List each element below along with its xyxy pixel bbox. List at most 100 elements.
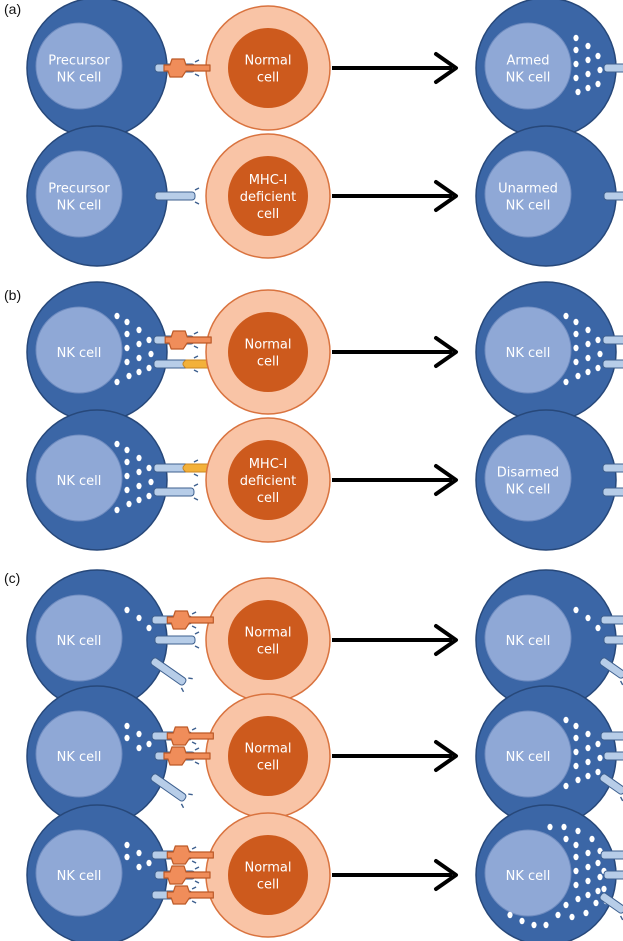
lytic-granule xyxy=(585,758,591,766)
lytic-granule xyxy=(146,859,152,867)
lytic-granule xyxy=(585,340,591,348)
arrow-head xyxy=(434,740,458,772)
receptor-shaft xyxy=(154,635,196,645)
cell-label-line: Precursor xyxy=(48,54,110,69)
target-cell: Normal cell xyxy=(163,5,331,131)
receptor-shaft xyxy=(599,657,623,679)
lytic-granule xyxy=(555,911,561,919)
inhibitory-receptor xyxy=(154,187,200,205)
arrow-head xyxy=(434,464,458,496)
lytic-granule xyxy=(136,326,142,334)
cell-label-line: Normal xyxy=(244,54,291,69)
lytic-granule xyxy=(589,835,595,843)
receptor-tip xyxy=(194,187,200,205)
lytic-granule xyxy=(124,722,130,730)
transition-arrow xyxy=(332,336,458,368)
mhc-shape xyxy=(164,330,212,350)
nk-cell-nucleus xyxy=(484,22,572,110)
receptor-tip xyxy=(191,611,197,629)
cell-label-line: cell xyxy=(257,878,279,893)
lytic-granule xyxy=(136,849,142,857)
lytic-granule xyxy=(124,841,130,849)
nk-cell-nucleus xyxy=(484,829,572,917)
panel-label: (c) xyxy=(4,570,20,586)
cell-label-line: NK cell xyxy=(506,199,551,214)
inhibitory-receptor xyxy=(154,631,200,649)
inhibitory-receptor xyxy=(599,892,623,921)
nk-cell-nucleus xyxy=(35,150,123,238)
lytic-granule xyxy=(595,859,601,867)
transition-arrow xyxy=(332,180,458,212)
receptor-tip xyxy=(194,631,200,649)
lytic-granule xyxy=(585,56,591,64)
lytic-granule xyxy=(585,70,591,78)
cell-label-line: NK cell xyxy=(57,634,102,649)
cell-label-line: Precursor xyxy=(48,182,110,197)
lytic-granule xyxy=(136,354,142,362)
cell-label-line: Normal xyxy=(244,861,291,876)
nk-cell-label: NK cell xyxy=(57,869,102,884)
resulting-nk-cell: NK cell xyxy=(475,804,623,941)
cell-label-line: MHC-I xyxy=(249,173,288,188)
cell-label-line: Normal xyxy=(244,742,291,757)
nk-cell-nucleus xyxy=(35,710,123,798)
lytic-granule xyxy=(124,344,130,352)
mhc-class-i-molecule xyxy=(166,610,214,630)
receptor-shaft xyxy=(150,773,187,802)
receptor-shaft xyxy=(600,731,623,741)
cell-label-line: cell xyxy=(257,759,279,774)
lytic-granule xyxy=(146,464,152,472)
cell-label-line: cell xyxy=(257,71,279,86)
lytic-granule xyxy=(585,744,591,752)
target-cell-nucleus xyxy=(228,28,308,108)
receptor-tip xyxy=(191,886,197,904)
cell-label-line: cell xyxy=(257,491,279,506)
lytic-granule xyxy=(136,730,142,738)
receptor-shaft xyxy=(602,463,623,473)
receptor-tip xyxy=(191,727,197,745)
lytic-granule xyxy=(146,336,152,344)
lytic-granule xyxy=(146,492,152,500)
inhibitory-receptor xyxy=(603,751,623,761)
lytic-granule xyxy=(585,849,591,857)
activating-receptor xyxy=(153,459,225,477)
receptor-shaft xyxy=(600,615,623,625)
receptor-tip xyxy=(193,331,199,349)
lytic-granule xyxy=(136,614,142,622)
lytic-granule xyxy=(585,326,591,334)
inhibitory-receptor xyxy=(600,615,623,625)
precursor-or-nk-cell: NK cell xyxy=(26,281,225,423)
nk-cell-nucleus xyxy=(35,434,123,522)
arrow-head xyxy=(434,336,458,368)
inhibitory-receptor xyxy=(603,635,623,645)
arrow-head xyxy=(434,52,458,84)
lytic-granule xyxy=(575,372,581,380)
receptor-shaft xyxy=(603,63,623,73)
receptor-shaft xyxy=(603,870,623,880)
lytic-granule xyxy=(531,921,537,929)
nk-cell-label: NK cell xyxy=(506,634,551,649)
lytic-granule xyxy=(595,364,601,372)
lytic-granule xyxy=(114,378,120,386)
cell-label-line: NK cell xyxy=(506,71,551,86)
inhibitory-receptor xyxy=(153,483,199,501)
resulting-nk-cell: NK cell xyxy=(475,281,623,423)
lytic-granule xyxy=(585,863,591,871)
transition-arrow xyxy=(332,859,458,891)
target-cell: Normal cell xyxy=(163,812,331,938)
receptor-tip xyxy=(180,677,193,693)
lytic-granule xyxy=(146,624,152,632)
target-cell-nucleus xyxy=(228,716,308,796)
lytic-granule xyxy=(597,873,603,881)
cell-label-line: Normal xyxy=(244,626,291,641)
panel-label: (b) xyxy=(4,287,21,303)
receptor-shaft xyxy=(603,191,623,201)
